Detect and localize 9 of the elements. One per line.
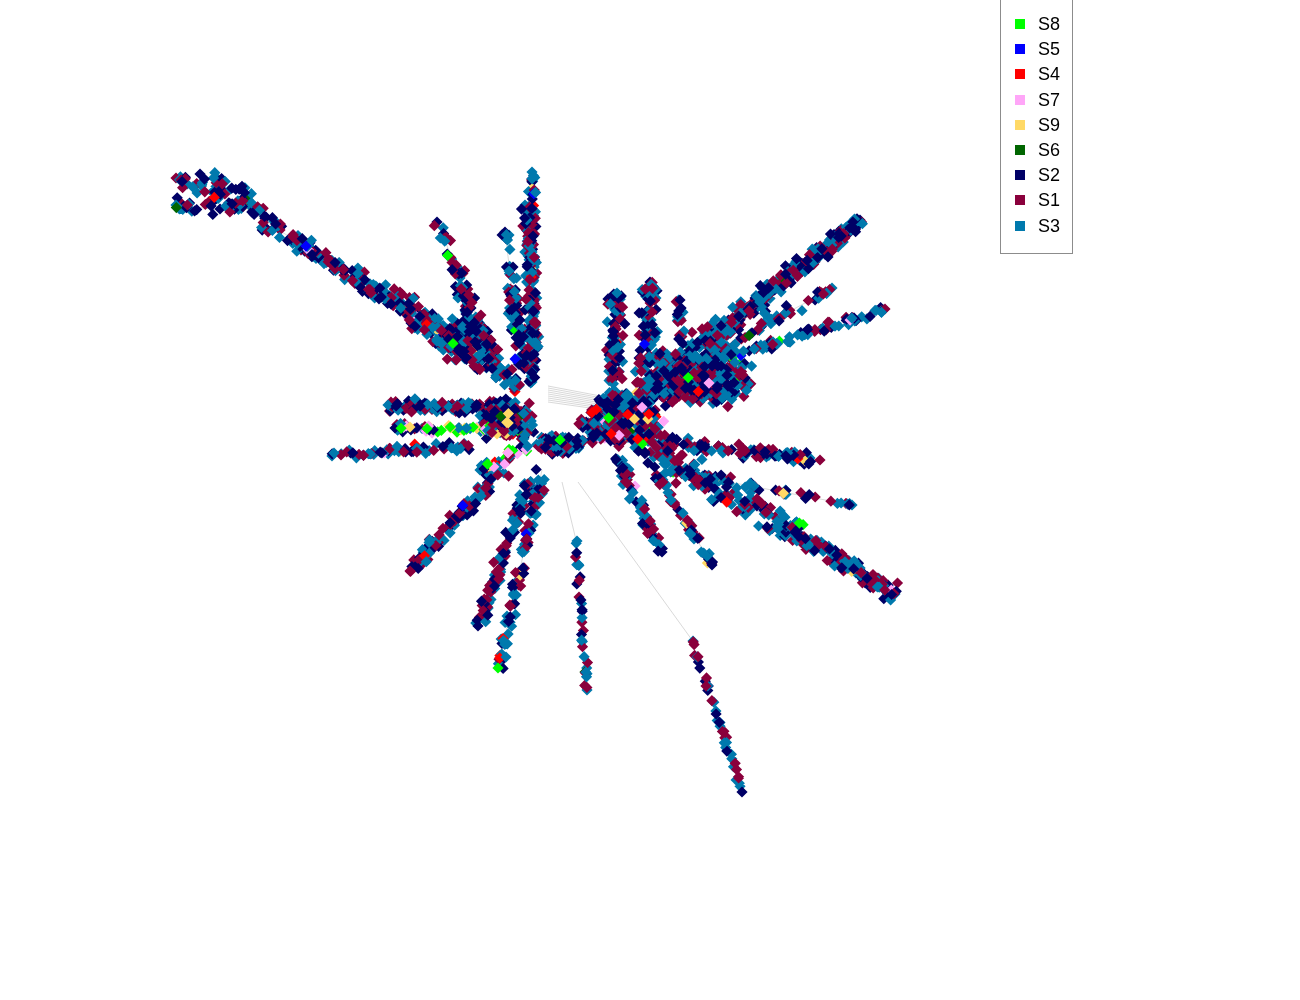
legend-label: S2 bbox=[1038, 165, 1061, 186]
legend-label: S3 bbox=[1038, 215, 1061, 236]
legend-label: S6 bbox=[1038, 139, 1061, 160]
legend-label: S7 bbox=[1038, 89, 1061, 110]
legend-label: S9 bbox=[1038, 114, 1061, 135]
legend-label: S5 bbox=[1038, 39, 1061, 60]
legend-label: S1 bbox=[1038, 190, 1061, 211]
legend-label: S8 bbox=[1038, 14, 1061, 34]
legend-label: S4 bbox=[1038, 64, 1061, 85]
